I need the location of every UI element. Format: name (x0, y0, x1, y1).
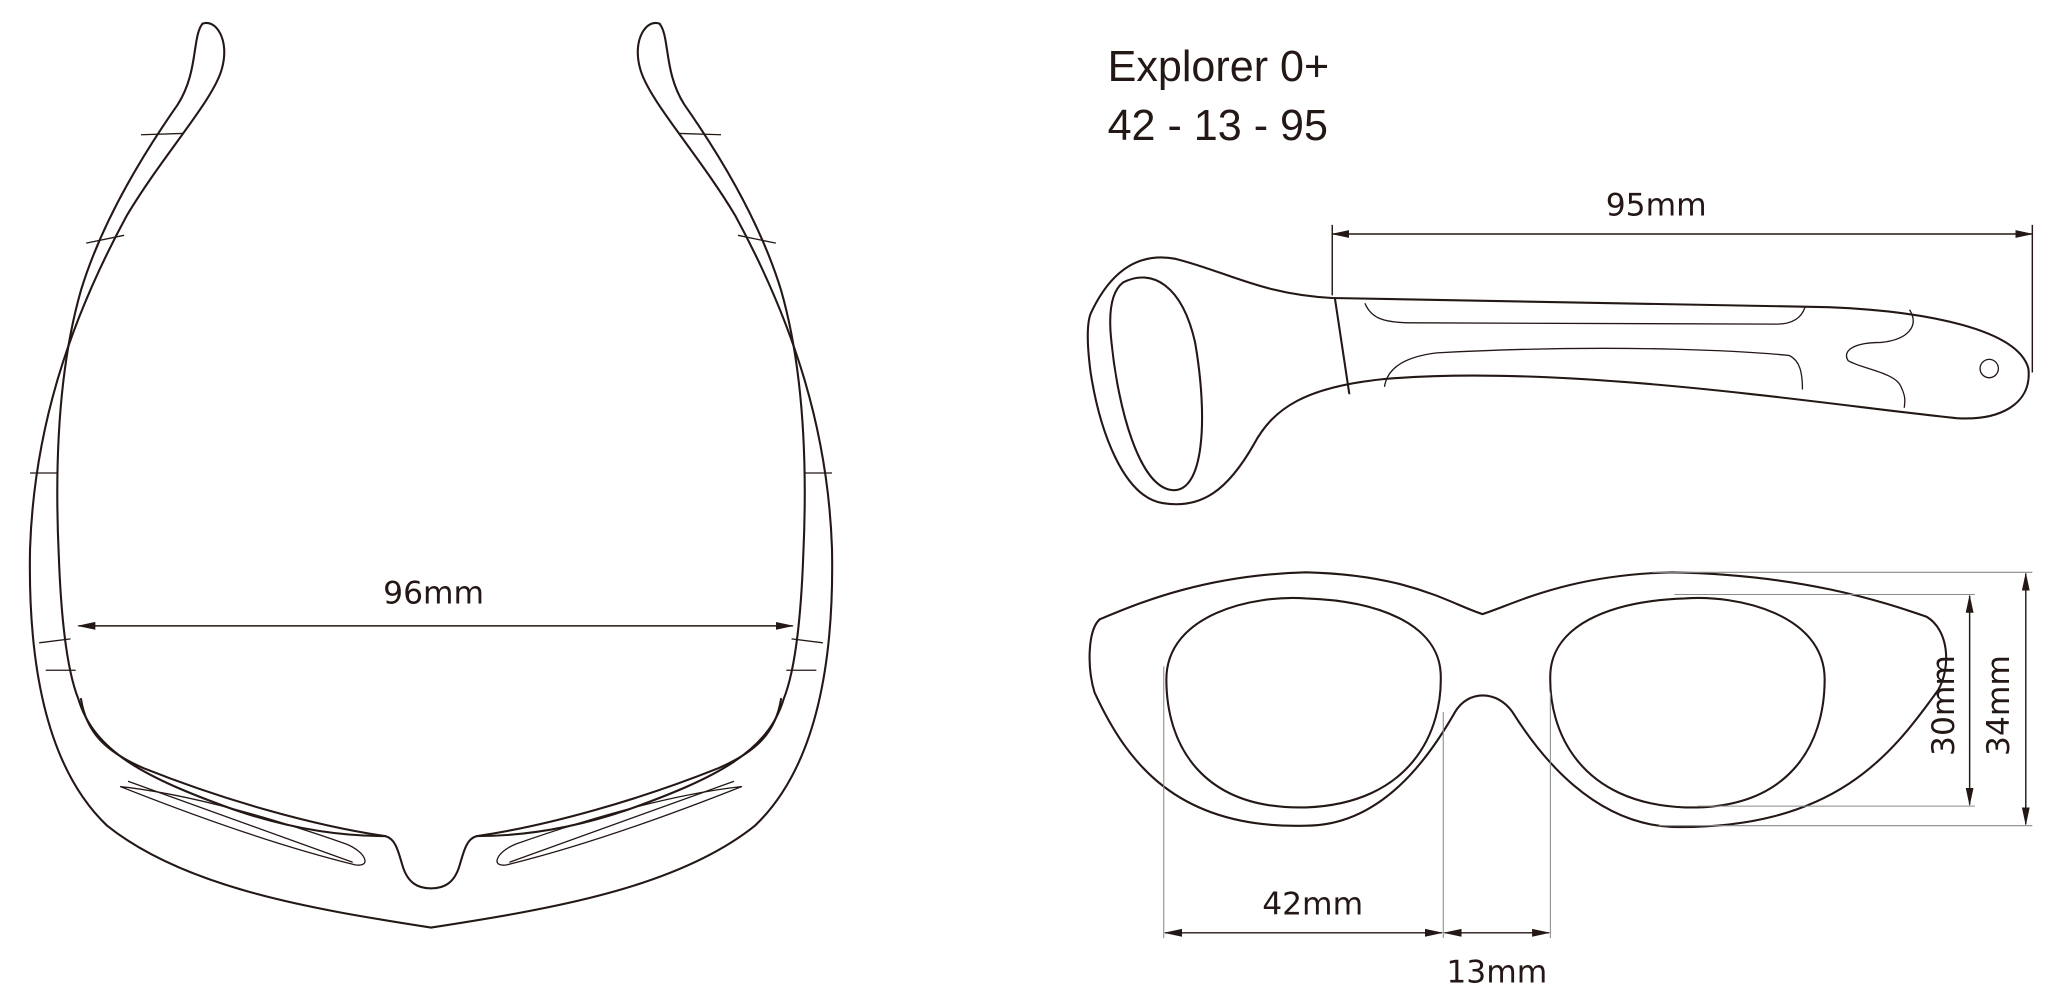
front-view-glasses: 42mm 13mm 30mm 34mm (1088, 571, 2033, 990)
size-code: 42 - 13 - 95 (1108, 102, 1328, 150)
frame-height-label: 34mm (1981, 655, 2017, 756)
temple-hole (1979, 358, 2000, 379)
bridge-width-label: 13mm (1446, 954, 1547, 990)
top-view-right-half (429, 21, 834, 929)
model-name: Explorer 0+ (1108, 43, 1330, 91)
lens-height-label: 30mm (1926, 655, 1962, 756)
side-view-temple: 95mm (1086, 188, 2034, 506)
top-view-left-half (28, 21, 433, 929)
temple-length-label: 95mm (1606, 188, 1707, 224)
frame-width-label: 96mm (383, 576, 484, 612)
top-view-glasses: 96mm (28, 21, 834, 929)
lens-width-label: 42mm (1262, 887, 1363, 923)
